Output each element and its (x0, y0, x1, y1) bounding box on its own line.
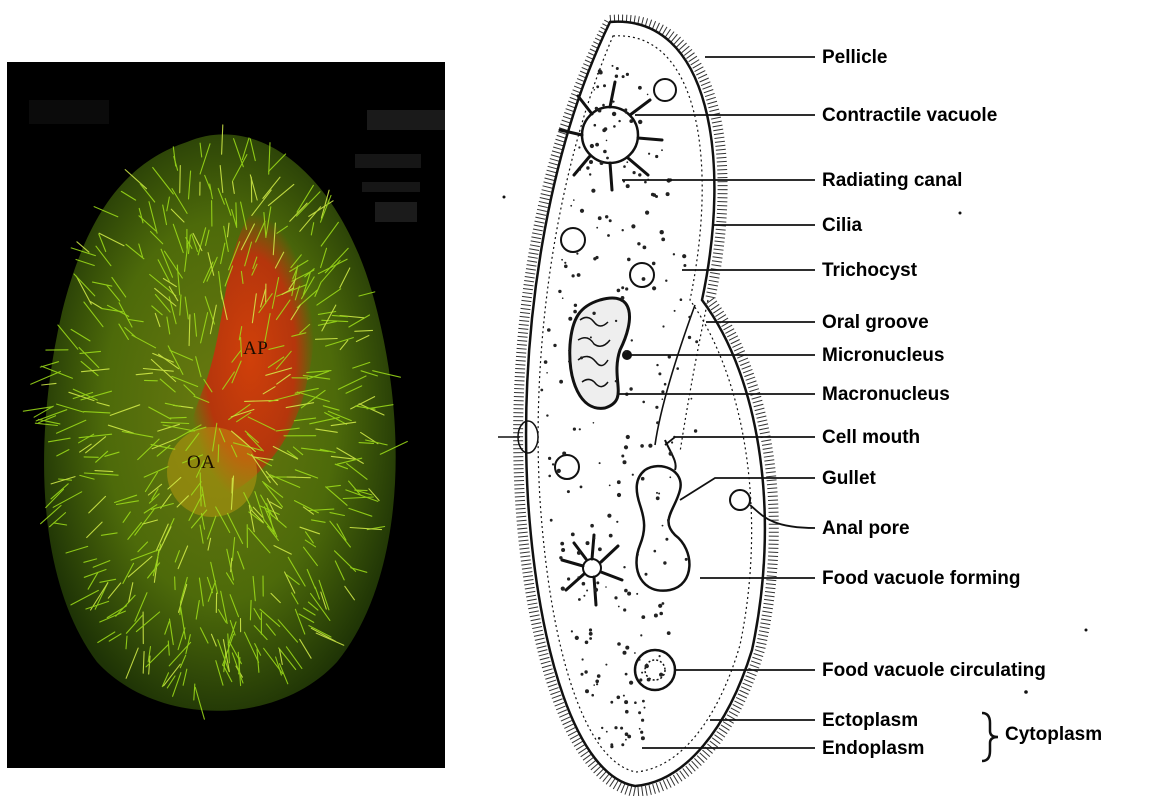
label-oa: OA (187, 452, 215, 474)
label-cilia: Cilia (822, 216, 862, 235)
label-contractile-vacuole: Contractile vacuole (822, 106, 997, 125)
image-artifact (375, 202, 417, 222)
label-endoplasm: Endoplasm (822, 739, 924, 758)
label-cytoplasm: Cytoplasm (1005, 725, 1102, 744)
label-cell-mouth: Cell mouth (822, 428, 920, 447)
food-vacuole (561, 228, 585, 252)
food-vacuole (654, 79, 676, 101)
food-vacuole-circulating (635, 650, 675, 690)
paramecium-micrograph: AP OA (7, 62, 445, 768)
speck (959, 212, 962, 215)
speck (1085, 629, 1088, 632)
label-micronucleus: Micronucleus (822, 346, 944, 365)
anal-pore-vacuole (730, 490, 750, 510)
speck (1024, 690, 1028, 694)
micrograph-image (7, 62, 445, 768)
label-oral-groove: Oral groove (822, 313, 929, 332)
image-artifact (367, 110, 445, 130)
label-anal-pore: Anal pore (822, 519, 910, 538)
image-artifact (362, 182, 420, 192)
food-vacuole (555, 455, 579, 479)
label-food-vacuole-forming: Food vacuole forming (822, 569, 1020, 588)
label-ectoplasm: Ectoplasm (822, 711, 918, 730)
label-macronucleus: Macronucleus (822, 385, 950, 404)
paramecium-diagram: Pellicle Contractile vacuole Radiating c… (470, 0, 1149, 796)
label-ap: AP (243, 338, 268, 360)
label-radiating-canal: Radiating canal (822, 171, 962, 190)
label-gullet: Gullet (822, 469, 876, 488)
food-vacuole (630, 263, 654, 287)
diagram-drawing (470, 0, 1149, 796)
image-artifact (29, 100, 109, 124)
label-food-vacuole-circulating: Food vacuole circulating (822, 661, 1046, 680)
cytoplasm-brace (982, 713, 998, 761)
image-artifact (355, 154, 421, 168)
speck (503, 196, 506, 199)
label-trichocyst: Trichocyst (822, 261, 917, 280)
label-pellicle: Pellicle (822, 48, 888, 67)
